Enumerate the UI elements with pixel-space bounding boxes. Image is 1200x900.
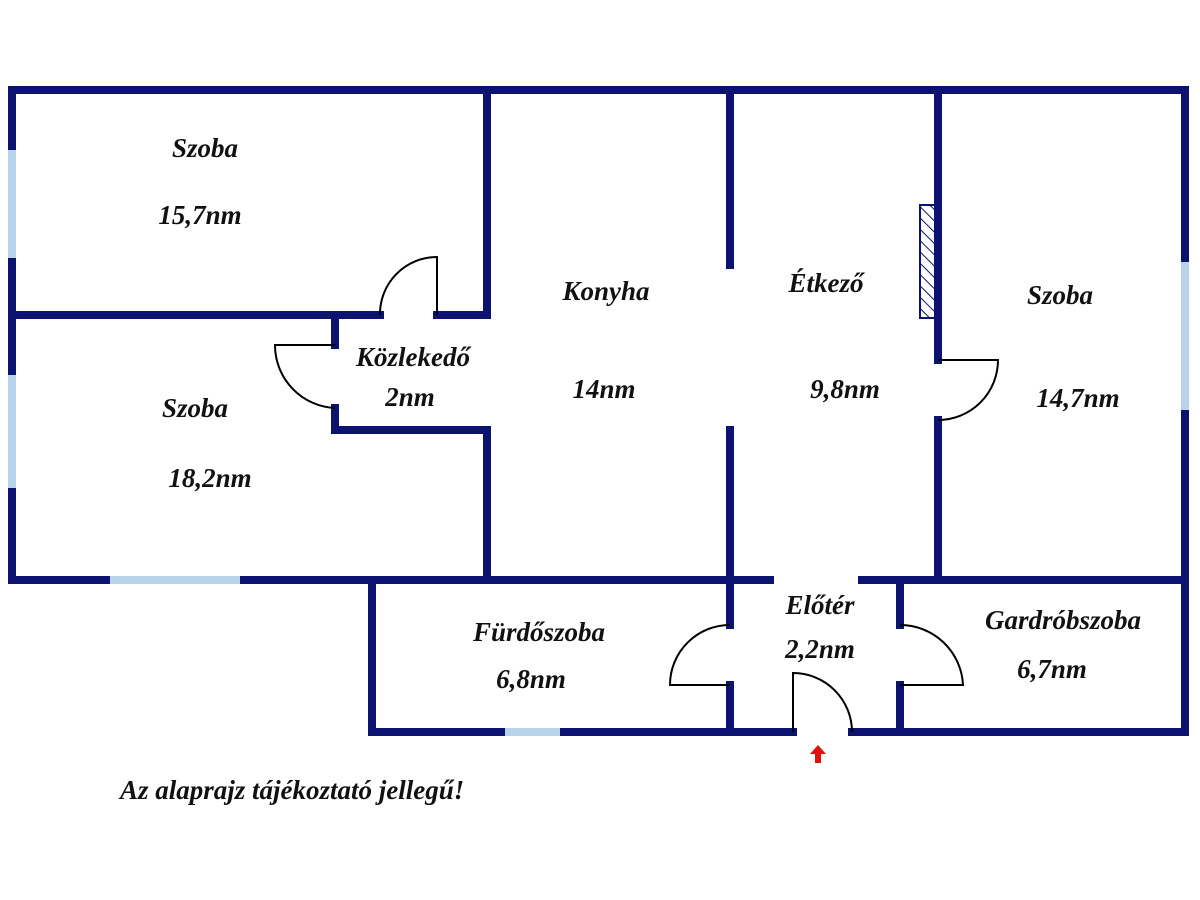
- room-name: Szoba: [171, 133, 239, 163]
- room-area: 2,2nm: [785, 634, 855, 664]
- room-name: Előtér: [785, 590, 855, 620]
- doors: [273, 255, 1000, 733]
- windows: [8, 150, 1189, 736]
- chimney: [919, 204, 936, 319]
- room-name: Szoba: [1026, 280, 1094, 310]
- room-name: Közlekedő: [356, 342, 470, 372]
- room-name: Szoba: [161, 393, 229, 423]
- room-area: 2nm: [385, 382, 435, 412]
- room-area: 6,7nm: [1017, 654, 1087, 684]
- entrance-arrow-icon: [810, 745, 826, 763]
- room-area: 18,2nm: [168, 463, 252, 493]
- room-name: Gardróbszoba: [984, 605, 1142, 635]
- room-name: Étkező: [788, 268, 864, 298]
- room-area: 14,7nm: [1036, 383, 1120, 413]
- room-name: Fürdőszoba: [472, 617, 606, 647]
- room-area: 14nm: [572, 374, 636, 404]
- room-area: 6,8nm: [496, 664, 566, 694]
- room-area: 15,7nm: [158, 200, 242, 230]
- room-area: 9,8nm: [810, 374, 880, 404]
- disclaimer-note: Az alaprajz tájékoztató jellegű!: [120, 775, 465, 805]
- room-name: Konyha: [562, 276, 650, 306]
